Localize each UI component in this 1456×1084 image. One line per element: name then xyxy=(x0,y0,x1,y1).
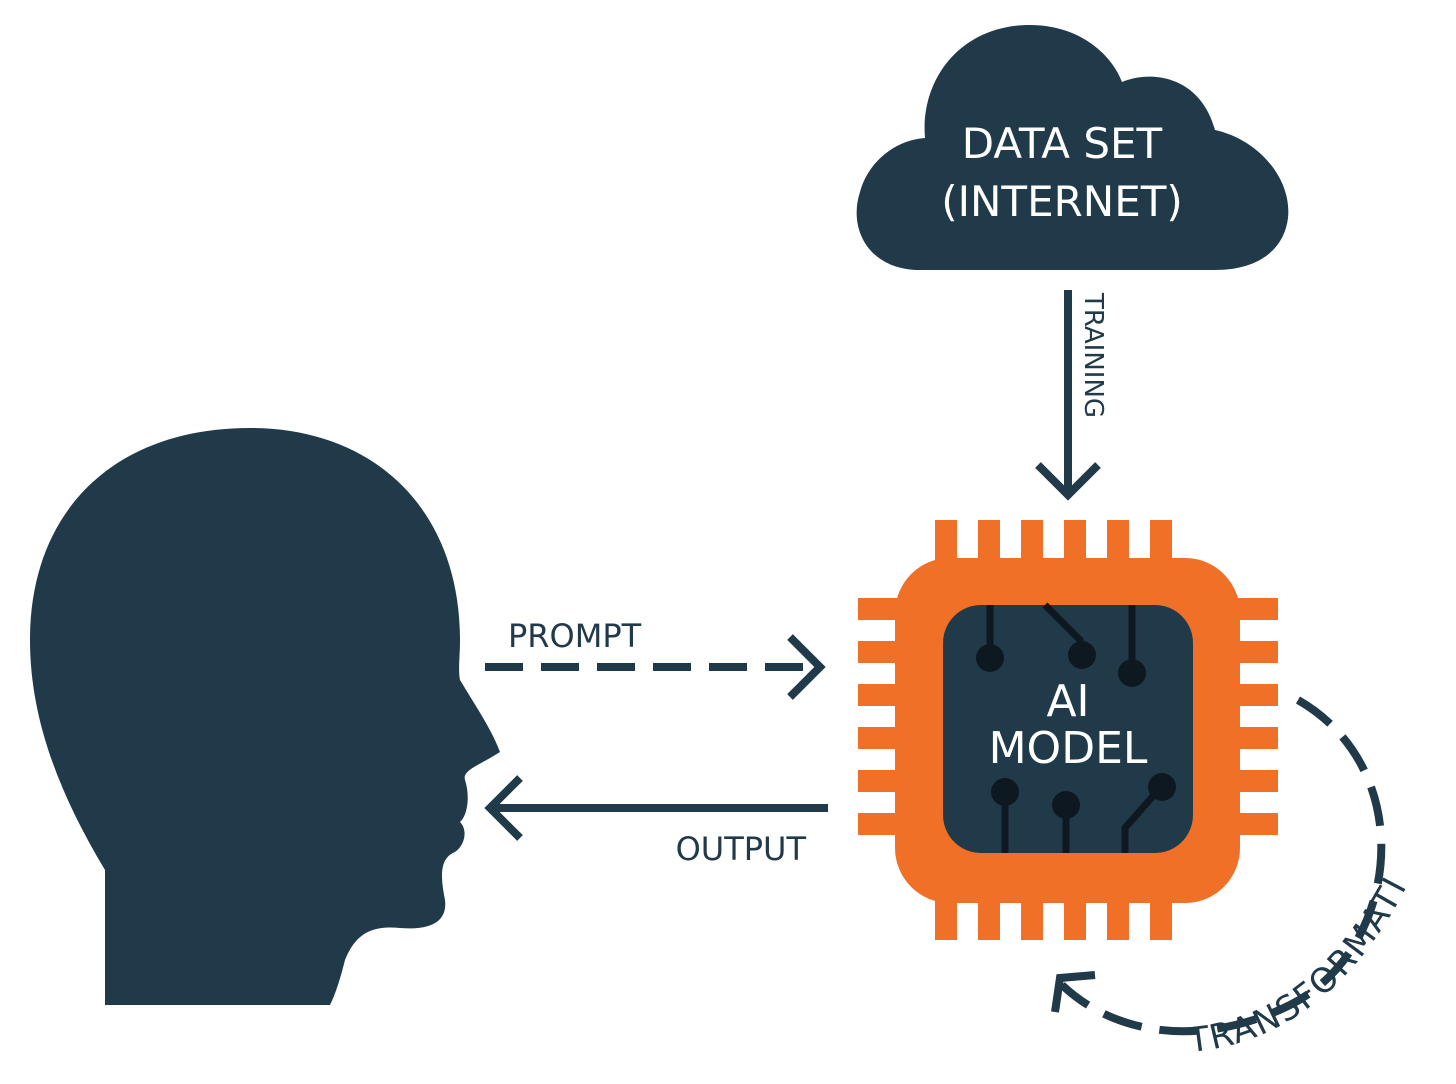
cloud-label-line1: DATA SET xyxy=(962,119,1163,168)
chip-circuit-nodes xyxy=(976,641,1176,819)
cloud-label-line2: (INTERNET) xyxy=(941,177,1183,226)
transformation-arrow xyxy=(1051,696,1386,1036)
processor-chip-icon xyxy=(858,520,1278,940)
chip-label-line1: AI xyxy=(1046,676,1089,727)
prompt-arrow xyxy=(485,634,826,700)
output-label: OUTPUT xyxy=(676,830,807,868)
chip-label-line2: MODEL xyxy=(989,723,1148,774)
prompt-label: PROMPT xyxy=(508,617,642,655)
cloud-icon xyxy=(856,25,1289,270)
head-silhouette-icon xyxy=(30,428,500,1005)
output-arrow xyxy=(484,775,828,841)
training-label: TRAINING xyxy=(1078,292,1108,418)
training-arrow xyxy=(1035,290,1101,501)
